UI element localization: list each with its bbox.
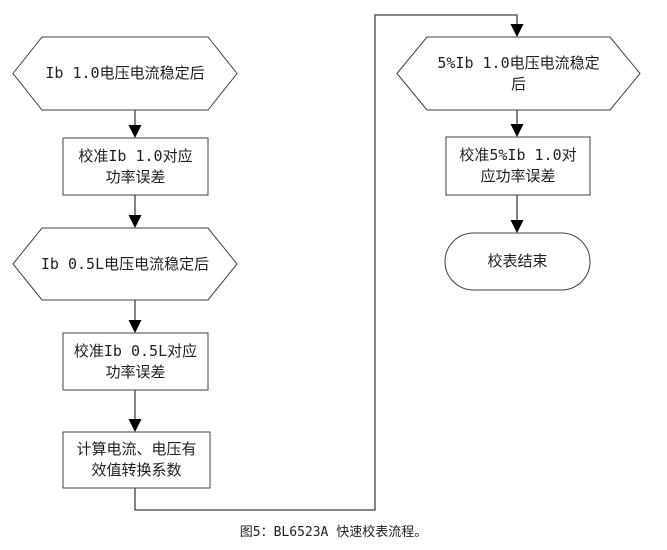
arrow-head-3-icon xyxy=(128,320,142,333)
rect-calc-rms-shape xyxy=(62,431,211,489)
arrow-head-5-icon xyxy=(510,124,524,137)
arrow-head-4-icon xyxy=(128,419,142,432)
figure-caption: 图5：BL6523A 快速校表流程。 xyxy=(239,525,428,540)
hexagon-5ib10-shape xyxy=(396,36,641,111)
rect-cal-ib10-shape xyxy=(62,137,209,196)
arrow-head-6-icon xyxy=(510,220,524,233)
arrow-head-1-icon xyxy=(128,125,142,138)
arrow-head-2-icon xyxy=(128,215,142,228)
hexagon-ib10-shape xyxy=(12,36,238,111)
terminator-end-shape xyxy=(444,232,591,291)
arrow-head-7-icon xyxy=(510,24,524,37)
connector-line xyxy=(134,14,518,511)
hexagon-ib05l-shape xyxy=(12,227,238,301)
rect-cal-ib05l-shape xyxy=(62,332,209,391)
rect-cal-5ib10-shape xyxy=(445,136,591,196)
